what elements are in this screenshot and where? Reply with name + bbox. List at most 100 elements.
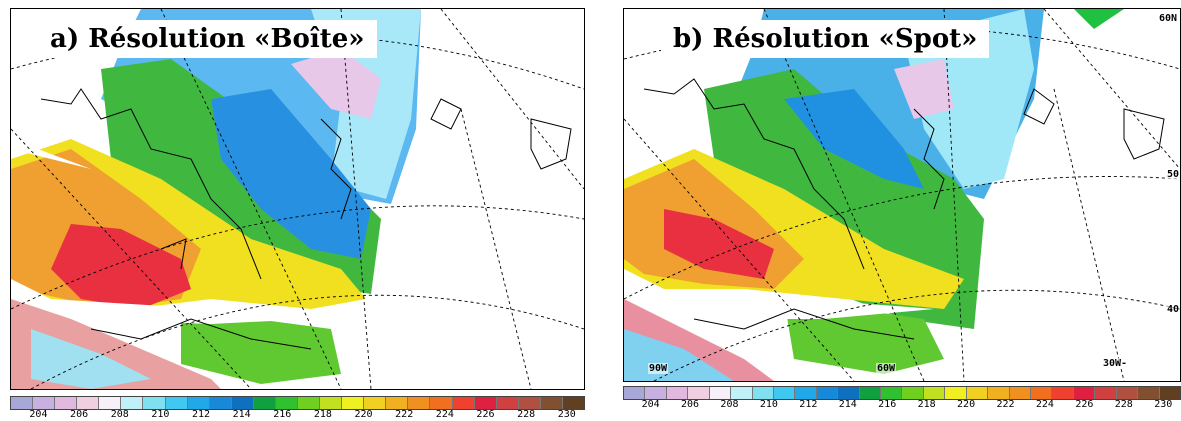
colorbar-tick-label: 226 xyxy=(1075,399,1094,410)
colorbar-segment xyxy=(795,387,817,399)
colorbar-tick-label: 212 xyxy=(191,409,211,420)
map-label-40: 40 xyxy=(1165,304,1180,315)
colorbar-segment xyxy=(209,397,232,409)
colorbar-tick-label: 218 xyxy=(917,399,936,410)
colorbar-tick-label: 210 xyxy=(151,409,170,420)
swath-main-blue-b xyxy=(784,89,924,189)
colorbar-tick-label: 230 xyxy=(557,409,576,420)
colorbar-tick-label: 214 xyxy=(838,399,857,410)
colorbar-segment xyxy=(624,387,646,399)
colorbar-segment xyxy=(1138,387,1160,399)
colorbar-segment xyxy=(99,397,122,409)
colorbar-tick-label: 216 xyxy=(878,399,897,410)
colorbar-segment xyxy=(709,387,732,399)
colorbar-segment xyxy=(688,387,710,399)
colorbar-segment xyxy=(881,387,903,399)
colorbar-segment xyxy=(773,387,796,399)
colorbar-segment xyxy=(320,397,343,409)
map-label-60w: 60W xyxy=(876,363,897,374)
swath-north-pink-a xyxy=(291,49,381,119)
colorbar-tick-label: 208 xyxy=(110,409,129,420)
colorbar-segment xyxy=(474,397,497,409)
map-a xyxy=(11,9,584,389)
colorbar-segment xyxy=(1116,387,1139,399)
colorbar-segment xyxy=(1052,387,1074,399)
colorbar-segment xyxy=(859,387,882,399)
colorbar-tick-label: 214 xyxy=(232,409,251,420)
colorbar-b xyxy=(623,386,1181,400)
colorbar-segment xyxy=(55,397,78,409)
colorbar-a xyxy=(10,396,585,410)
colorbar-segment xyxy=(342,397,365,409)
colorbar-tick-label: 204 xyxy=(29,409,48,420)
colorbar-tick-label: 218 xyxy=(313,409,332,420)
colorbar-segment xyxy=(1031,387,1053,399)
colorbar-tick-label: 206 xyxy=(70,409,89,420)
colorbar-segment xyxy=(187,397,210,409)
panel-a: a) Résolution «Boîte» 204 206 208 210 212 214… xyxy=(0,0,585,421)
colorbar-segment xyxy=(540,397,563,409)
colorbar-segment xyxy=(452,397,475,409)
panel-title-a: a) Résolution «Boîte» xyxy=(38,20,377,58)
graticule-a xyxy=(11,9,584,389)
colorbar-tick-label: 224 xyxy=(1035,399,1054,410)
colorbar-tick-label: 220 xyxy=(354,409,373,420)
colorbar-segment xyxy=(731,387,753,399)
coastline-a xyxy=(40,88,572,350)
colorbar-segment xyxy=(816,387,839,399)
colorbar-segment xyxy=(645,387,667,399)
colorbar-tick-label: 222 xyxy=(395,409,414,420)
colorbar-segment xyxy=(902,387,924,399)
colorbar-segment xyxy=(1009,387,1032,399)
colorbar-ticks-a: 204 206 208 210 212 214 216 218 220 222 224 226 228 2… xyxy=(10,409,583,421)
map-label-60n: 60N xyxy=(1157,13,1178,24)
colorbar-tick-label: 228 xyxy=(517,409,536,420)
gap-2-b xyxy=(624,269,934,319)
colorbar-segment xyxy=(33,397,56,409)
panel-b: 60N 50 40 90W 60W 30W- b) Résolution «Sp… xyxy=(615,0,1181,421)
colorbar-segment xyxy=(923,387,946,399)
map-frame-b: 60N 50 40 90W 60W 30W- xyxy=(623,8,1181,382)
gap-2-a xyxy=(11,279,311,324)
colorbar-segment xyxy=(1073,387,1096,399)
colorbar-segment xyxy=(838,387,860,399)
colorbar-tick-label: 220 xyxy=(957,399,976,410)
swath-north-pink-b xyxy=(894,59,954,119)
colorbar-tick-label: 208 xyxy=(720,399,739,410)
colorbar-segment xyxy=(496,397,519,409)
colorbar-tick-label: 226 xyxy=(476,409,495,420)
map-label-90w: 90W xyxy=(648,363,669,374)
map-b xyxy=(624,9,1180,381)
colorbar-tick-label: 210 xyxy=(759,399,778,410)
coastline-b xyxy=(643,78,1165,340)
colorbar-tick-label: 222 xyxy=(996,399,1015,410)
colorbar-segment xyxy=(11,397,34,409)
swath-main-red-a xyxy=(51,224,191,309)
colorbar-tick-label: 206 xyxy=(681,399,700,410)
colorbar-tick-label: 224 xyxy=(435,409,454,420)
colorbar-segment xyxy=(988,387,1010,399)
colorbar-segment xyxy=(430,397,453,409)
colorbar-segment xyxy=(231,397,254,409)
colorbar-segment xyxy=(143,397,166,409)
swath-lower-blue-a xyxy=(31,329,151,389)
colorbar-tick-label: 204 xyxy=(641,399,660,410)
colorbar-segment xyxy=(77,397,100,409)
colorbar-tick-label: 228 xyxy=(1114,399,1133,410)
colorbar-segment xyxy=(165,397,188,409)
colorbar-segment xyxy=(562,397,585,409)
map-label-30w: 30W- xyxy=(1102,358,1129,369)
colorbar-segment xyxy=(518,397,541,409)
gap-1-a xyxy=(11,139,91,169)
map-frame-a xyxy=(10,8,585,390)
colorbar-segment xyxy=(408,397,431,409)
swath-main-blue-a xyxy=(211,89,371,259)
colorbar-segment xyxy=(1095,387,1117,399)
swath-topright-b xyxy=(1074,9,1124,29)
colorbar-segment xyxy=(275,397,299,409)
colorbar-segment xyxy=(945,387,967,399)
colorbar-tick-label: 216 xyxy=(273,409,292,420)
colorbar-segment xyxy=(666,387,689,399)
colorbar-segment xyxy=(386,397,409,409)
